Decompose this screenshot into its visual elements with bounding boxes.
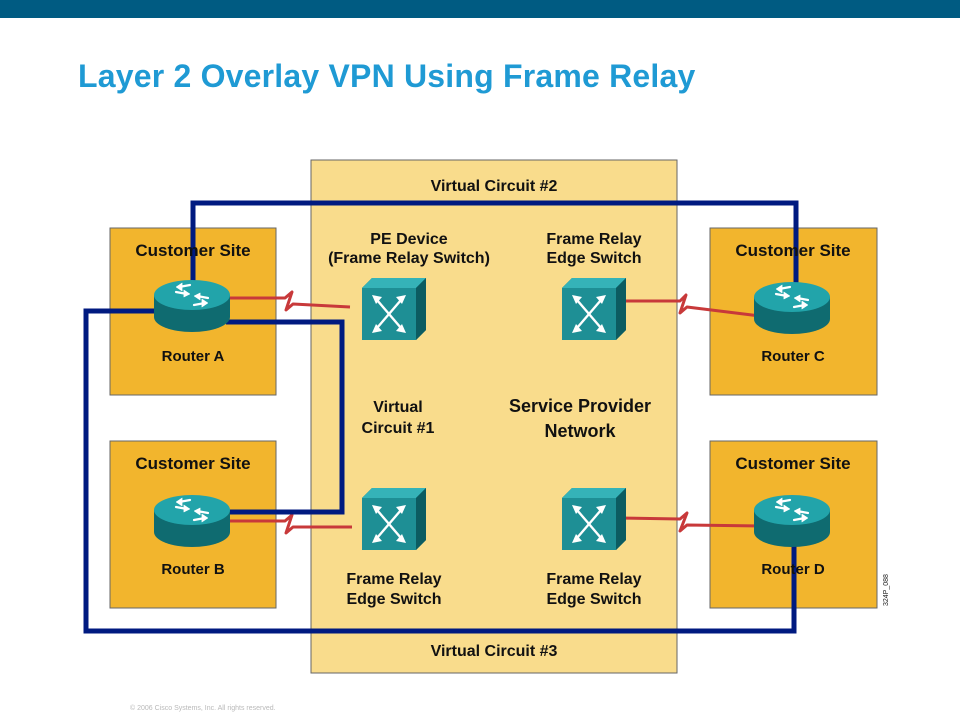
- site-b-title: Customer Site: [135, 454, 250, 473]
- site-a-title: Customer Site: [135, 241, 250, 260]
- edge-switch-top-right-label-2: Edge Switch: [546, 250, 641, 267]
- edge-switch-bottom-left-icon: [360, 486, 428, 552]
- pe-device-sublabel: (Frame Relay Switch): [328, 250, 490, 267]
- pe-device-label: PE Device: [370, 231, 447, 248]
- virtual-circuit-1-label-2: Circuit #1: [362, 420, 435, 437]
- edge-switch-top-right-label-1: Frame Relay: [546, 231, 641, 248]
- serial-link-d: [617, 511, 763, 533]
- router-c-label: Router C: [761, 348, 825, 365]
- router-a-icon: [152, 278, 232, 334]
- virtual-circuit-2-line: [190, 200, 799, 290]
- serial-link-c: [620, 293, 761, 318]
- serial-link-a: [228, 290, 351, 312]
- router-c-icon: [752, 280, 832, 336]
- virtual-circuit-2-label: Virtual Circuit #2: [431, 178, 558, 195]
- figure-id: 324P_088: [883, 574, 890, 606]
- edge-switch-bottom-left-label-2: Edge Switch: [346, 591, 441, 608]
- router-b-label: Router B: [161, 561, 225, 578]
- edge-switch-top-right-icon: [560, 276, 628, 342]
- slide-title: Layer 2 Overlay VPN Using Frame Relay: [78, 58, 696, 94]
- virtual-circuit-3-line: [83, 308, 797, 634]
- serial-link-b: [228, 513, 352, 535]
- site-d-title: Customer Site: [735, 454, 850, 473]
- router-d-label: Router D: [761, 561, 825, 578]
- router-a-label: Router A: [162, 348, 225, 365]
- router-b-icon: [152, 493, 232, 549]
- virtual-circuit-1-label-1: Virtual: [373, 399, 423, 416]
- service-provider-label-2: Network: [544, 421, 616, 441]
- edge-switch-bottom-right-icon: [560, 486, 628, 552]
- router-d-icon: [752, 493, 832, 549]
- service-provider-label-1: Service Provider: [509, 396, 651, 416]
- service-provider-network: [310, 159, 678, 674]
- header-bar: [0, 0, 960, 18]
- virtual-circuit-3-label: Virtual Circuit #3: [431, 643, 558, 660]
- site-c-title: Customer Site: [735, 241, 850, 260]
- copyright-notice: © 2006 Cisco Systems, Inc. All rights re…: [130, 705, 276, 712]
- pe-switch-icon: [360, 276, 428, 342]
- edge-switch-bottom-left-label-1: Frame Relay: [346, 571, 441, 588]
- edge-switch-bottom-right-label-1: Frame Relay: [546, 571, 641, 588]
- virtual-circuit-1-line: [226, 319, 345, 515]
- edge-switch-bottom-right-label-2: Edge Switch: [546, 591, 641, 608]
